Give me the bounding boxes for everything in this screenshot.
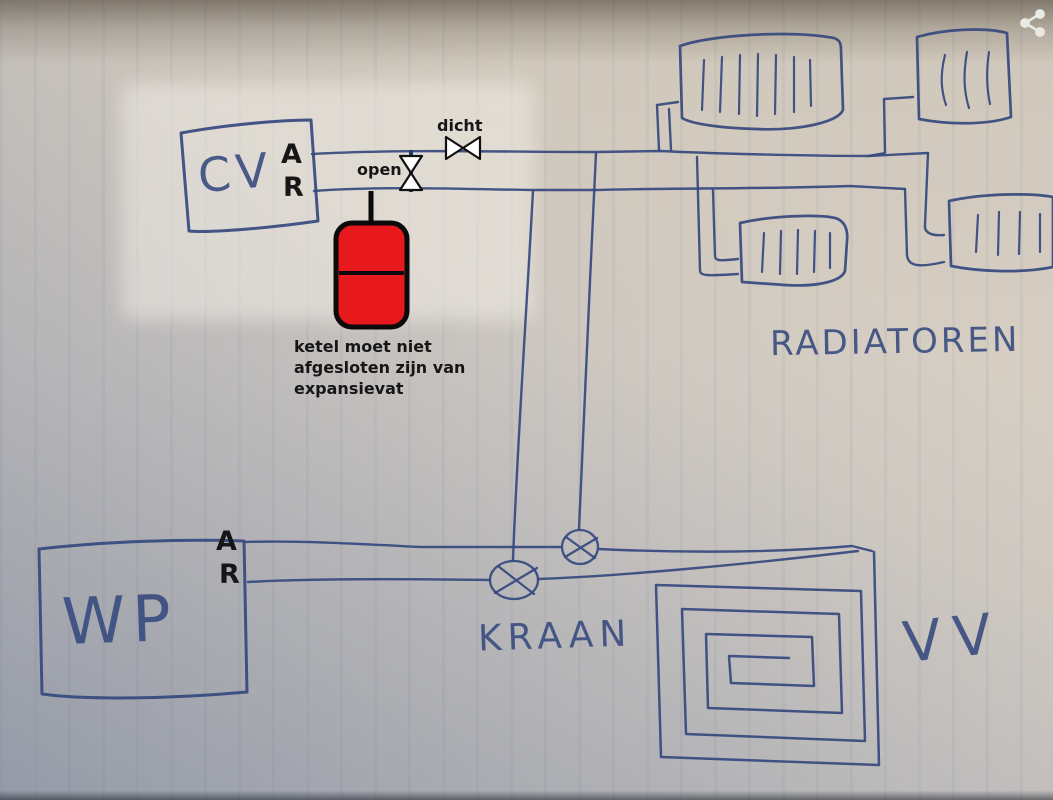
cv-supply-port-label: A [281,139,302,170]
shutoff-valve-1-cross [493,564,539,596]
radiator-2 [915,28,1013,125]
cv-unit-label: CV [195,142,276,205]
wp-supply-pipe-right [597,544,874,553]
floor-heating-coil [654,550,881,767]
radiator-1 [678,32,845,131]
closed-valve-left-triangle [444,135,465,161]
radiator-4-fins [974,210,1042,257]
wp-supply-port-label: A [216,526,237,557]
radiator-3-fins [760,228,832,276]
radiator-2-supply-pipe [866,95,915,158]
wp-return-pipe [246,577,492,584]
radiators-label: RADIATOREN [769,319,1021,365]
cv-return-pipe [312,184,907,193]
wp-return-port-label: R [219,559,240,590]
closed-valve-label: dicht [437,116,483,135]
radiator-1-riser-a [655,100,680,152]
wp-return-pipe-right [536,549,860,581]
radiator-4 [947,193,1053,273]
open-valve-symbol [398,154,424,192]
cv-box [179,118,320,233]
radiator-1-fins [700,52,813,118]
shutoff-valve-1 [488,559,540,601]
radiator-4-body [947,193,1053,273]
radiator-3-pipe-a [695,155,740,277]
shutoff-valve-2 [560,528,600,566]
cv-return-port-label: R [283,172,304,203]
radiator-3-body [738,214,849,287]
open-valve-lower-triangle [398,171,424,192]
shutoff-valve-2-circle [560,528,600,566]
radiator-1-riser-b [667,107,673,152]
radiator-4-supply-pipe [923,151,946,237]
share-icon [1020,9,1045,37]
shutoff-valve-1-circle [488,559,540,601]
radiator-2-body [915,28,1013,125]
shutoff-valves-label: KRAAN [477,613,634,660]
open-valve-upper-triangle [398,154,424,175]
shutoff-valve-2-cross [563,535,599,560]
floor-heating-label: VV [899,600,1007,677]
radiator-2-fins [940,50,992,110]
radiator-1-body [678,32,845,131]
share-button[interactable] [1012,2,1052,44]
closed-valve-right-triangle [461,135,482,161]
expansion-vessel-note: ketel moet niet afgesloten zijn van expa… [294,337,466,398]
edited-highlight-patch [121,82,535,320]
radiator-3-pipe-b [711,188,740,262]
wp-supply-pipe [243,540,563,549]
wp-unit-label: WP [60,582,180,660]
open-valve-label: open [357,160,402,179]
kraan-left-riser [511,189,535,562]
radiator-3 [738,214,849,287]
kraan-right-riser [577,151,598,531]
wp-box [37,538,249,700]
radiator-4-return-pipe [903,187,946,267]
closed-valve-symbol [444,135,482,161]
